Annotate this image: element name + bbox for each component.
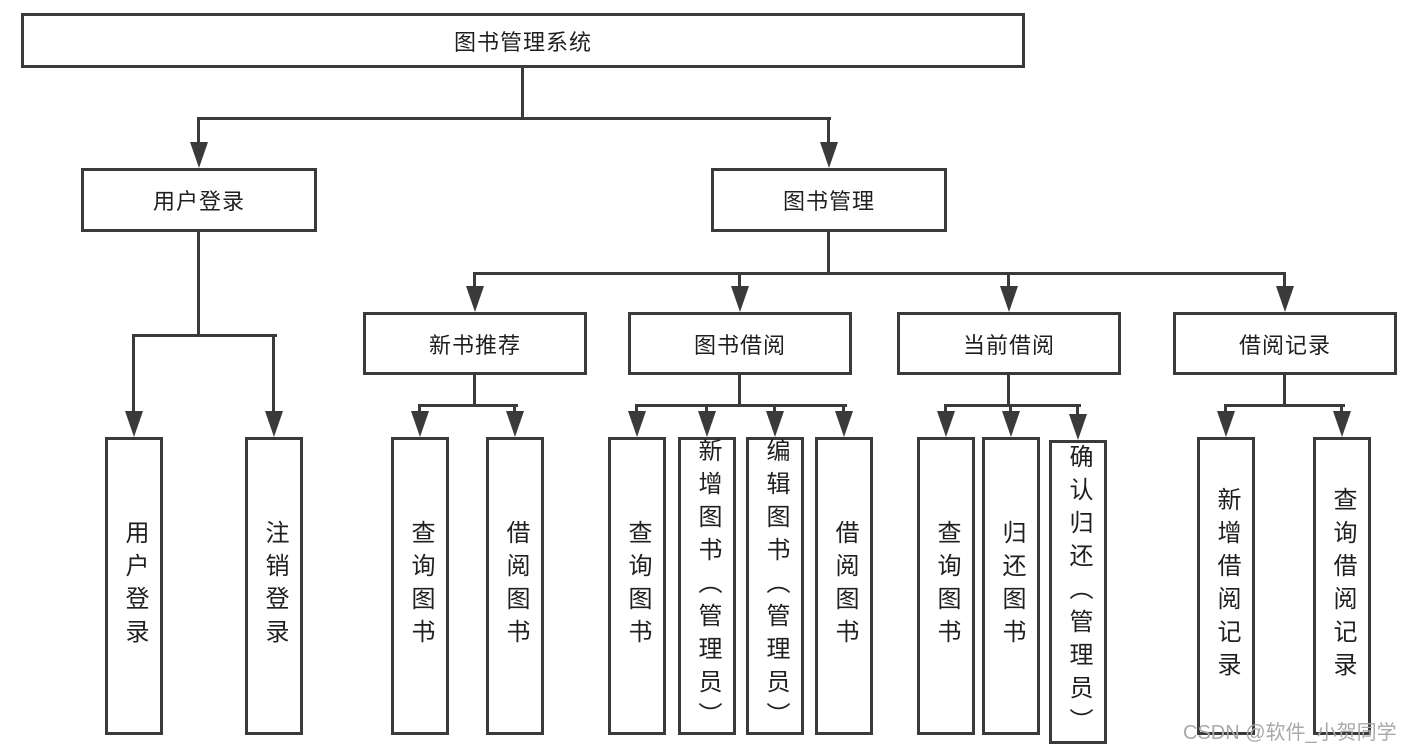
connector-sec-stem <box>1283 375 1286 406</box>
leaf-label: 新增图书（管理员） <box>694 437 721 735</box>
connector-leaf-drop <box>1076 404 1079 414</box>
connector-leaf-drop <box>418 404 421 414</box>
book-management-label: 图书管理 <box>782 189 875 214</box>
current-borrow-label: 当前借阅 <box>962 332 1055 358</box>
connector-sec-stem <box>1007 375 1010 406</box>
connector-leaf-drop <box>773 404 776 414</box>
arrowhead-leaf <box>125 411 143 437</box>
node-user-login: 用户登录 <box>81 168 317 232</box>
connector-leaf-drop <box>842 404 845 414</box>
connector-sec-stem <box>738 375 741 406</box>
arrowhead-leaf <box>1217 411 1235 437</box>
connector-sec-stem <box>473 375 476 406</box>
leaf-confirm-return-admin: 确认归还（管理员） <box>1049 440 1107 744</box>
new-book-recommend-label: 新书推荐 <box>428 332 521 358</box>
leaf-label: 编辑图书（管理员） <box>762 437 789 735</box>
arrowhead-leaf <box>411 411 429 437</box>
book-borrow-label: 图书借阅 <box>693 332 786 358</box>
connector-leaf-drop <box>635 404 638 414</box>
leaf-add-borrow-record: 新增借阅记录 <box>1197 437 1255 735</box>
connector-sec-drop <box>1007 272 1010 288</box>
user-login-label: 用户登录 <box>152 189 245 214</box>
connector-sec-drop <box>473 272 476 288</box>
node-library-system-root: 图书管理系统 <box>21 13 1025 68</box>
arrowhead-leaf <box>1069 414 1087 440</box>
connector-level2-branch <box>197 117 831 120</box>
connector-root-stem <box>521 68 524 118</box>
leaf-edit-books-admin: 编辑图书（管理员） <box>746 437 804 735</box>
leaf-query-books-current: 查询图书 <box>917 437 975 735</box>
borrow-record-label: 借阅记录 <box>1238 332 1331 358</box>
arrowhead-leaf <box>506 411 524 437</box>
arrowhead-leaf <box>628 411 646 437</box>
connector-user-split <box>132 334 277 337</box>
connector-leaf-drop <box>132 334 135 412</box>
arrowhead-leaf <box>937 411 955 437</box>
arrowhead-user-login <box>190 142 208 168</box>
leaf-label: 查询借阅记录 <box>1329 487 1356 685</box>
leaf-label: 查询图书 <box>933 520 960 652</box>
leaf-label: 用户登录 <box>121 520 148 652</box>
node-new-book-recommend: 新书推荐 <box>363 312 587 375</box>
leaf-label: 确认归还（管理员） <box>1065 443 1092 741</box>
connector-leaf-drop <box>513 404 516 414</box>
arrowhead-book-management <box>820 142 838 168</box>
leaf-query-books-borrow: 查询图书 <box>608 437 666 735</box>
leaf-label: 查询图书 <box>624 520 651 652</box>
connector-book-drop <box>827 117 830 144</box>
connector-leaf-drop <box>944 404 947 414</box>
node-current-borrow: 当前借阅 <box>897 312 1121 375</box>
leaf-label: 查询图书 <box>407 520 434 652</box>
connector-user-stem <box>197 232 200 336</box>
arrowhead-new-book <box>466 286 484 312</box>
arrowhead-borrow-record <box>1276 286 1294 312</box>
leaf-label: 新增借阅记录 <box>1213 487 1240 685</box>
arrowhead-leaf <box>1333 411 1351 437</box>
connector-book-stem <box>827 232 830 274</box>
arrowhead-leaf <box>766 411 784 437</box>
connector-leaf-drop <box>1009 404 1012 414</box>
leaf-label: 注销登录 <box>261 520 288 652</box>
watermark: CSDN @软件_小贺同学 <box>1183 722 1397 744</box>
connector-sec3-split <box>944 404 1081 407</box>
node-book-borrow: 图书借阅 <box>628 312 852 375</box>
root-title-label: 图书管理系统 <box>453 29 592 55</box>
connector-leaf-drop <box>1224 404 1227 414</box>
connector-user-drop <box>197 117 200 144</box>
connector-sec4-split <box>1224 404 1345 407</box>
arrowhead-leaf <box>265 411 283 437</box>
leaf-label: 借阅图书 <box>502 520 529 652</box>
leaf-borrow-books-recommend: 借阅图书 <box>486 437 544 735</box>
leaf-return-books: 归还图书 <box>982 437 1040 735</box>
leaf-borrow-books: 借阅图书 <box>815 437 873 735</box>
connector-sec2-split <box>635 404 847 407</box>
leaf-label: 借阅图书 <box>831 520 858 652</box>
connector-leaf-drop <box>1340 404 1343 414</box>
leaf-add-books-admin: 新增图书（管理员） <box>678 437 736 735</box>
connector-level3-branch <box>473 272 1286 275</box>
connector-leaf-drop <box>705 404 708 414</box>
arrowhead-leaf <box>698 411 716 437</box>
node-borrow-record: 借阅记录 <box>1173 312 1397 375</box>
leaf-query-books-recommend: 查询图书 <box>391 437 449 735</box>
arrowhead-book-borrow <box>731 286 749 312</box>
arrowhead-leaf <box>1002 411 1020 437</box>
connector-sec-drop <box>738 272 741 288</box>
leaf-user-login: 用户登录 <box>105 437 163 735</box>
leaf-label: 归还图书 <box>998 520 1025 652</box>
arrowhead-current-borrow <box>1000 286 1018 312</box>
leaf-logout-login: 注销登录 <box>245 437 303 735</box>
connector-leaf-drop <box>272 334 275 412</box>
connector-sec-drop <box>1283 272 1286 288</box>
connector-sec1-split <box>418 404 518 407</box>
node-book-management: 图书管理 <box>711 168 947 232</box>
arrowhead-leaf <box>835 411 853 437</box>
leaf-query-borrow-record: 查询借阅记录 <box>1313 437 1371 735</box>
